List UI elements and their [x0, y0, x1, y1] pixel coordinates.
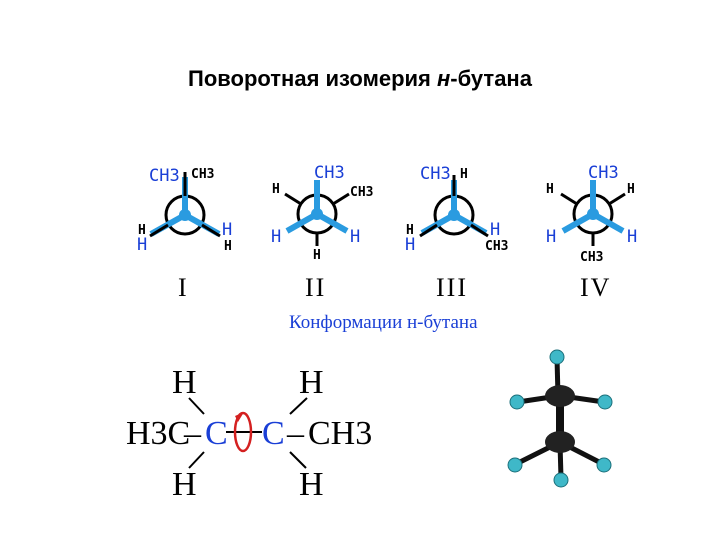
carbon-atom-ball [545, 431, 575, 453]
back-substituent: H [406, 223, 414, 238]
rotation-arrowhead-icon [235, 412, 244, 422]
back-substituent: H [224, 239, 232, 254]
front-substituent: CH3 [420, 164, 451, 184]
front-substituent: H [222, 220, 232, 240]
front-substituent: CH3 [314, 163, 345, 183]
bond-dash: – [286, 415, 305, 452]
bond [289, 397, 308, 415]
conformer-number: IV [580, 273, 611, 302]
hydrogen-atom-ball [596, 457, 612, 473]
newman-projection-2: CH3 CH3 H H H H II [271, 163, 373, 302]
newman-projection-4: CH3 H H H H CH3 IV [546, 163, 637, 302]
atom-label: H [299, 364, 324, 401]
front-substituent: H [627, 227, 637, 247]
back-bond [470, 223, 489, 238]
back-bond [608, 192, 626, 206]
hydrogen-atom-ball [509, 394, 525, 410]
atom-label: H3C [126, 415, 190, 452]
back-substituent: CH3 [485, 239, 508, 254]
back-bond [149, 223, 169, 238]
hydrogen-atom-ball [507, 457, 523, 473]
hydrogen-atom-ball [549, 349, 565, 365]
bond-dash: – [183, 415, 202, 452]
figure-caption: Конформации н-бутана [289, 312, 478, 333]
back-substituent: H [627, 182, 635, 197]
front-substituent: H [405, 235, 415, 255]
structural-formula: H H H3C – C C – CH3 H H [126, 364, 372, 503]
front-substituent: H [137, 235, 147, 255]
back-substituent: H [138, 223, 146, 238]
atom-label: H [299, 466, 324, 503]
atom-label: H [172, 466, 197, 503]
atom-label: CH3 [308, 415, 372, 452]
back-substituent: H [460, 167, 468, 182]
conformer-number: III [436, 273, 468, 302]
back-substituent: CH3 [191, 167, 214, 182]
hydrogen-atom-ball [597, 394, 613, 410]
hydrogen-atom-ball [553, 472, 569, 488]
page-title: Поворотная изомерия н-бутана [188, 66, 532, 91]
carbon-atom: C [205, 415, 228, 452]
newman-projection-1: CH3 CH3 H H H H I [137, 166, 232, 302]
bond [188, 397, 205, 415]
back-substituent: CH3 [350, 185, 373, 200]
front-substituent: H [350, 227, 360, 247]
bond [289, 451, 307, 469]
bond [188, 451, 205, 469]
front-substituent: CH3 [149, 166, 180, 186]
back-bond [332, 192, 350, 206]
front-substituent: H [490, 220, 500, 240]
front-carbon-dot [311, 208, 323, 220]
back-bond [419, 223, 438, 238]
atom-label: H [172, 364, 197, 401]
front-substituent: H [271, 227, 281, 247]
back-substituent: H [272, 182, 280, 197]
carbon-atom: C [262, 415, 285, 452]
back-bond [201, 223, 221, 238]
ball-and-stick-model [507, 349, 613, 488]
conformer-number: II [305, 273, 326, 302]
front-carbon-dot [587, 208, 599, 220]
back-bond [560, 192, 578, 206]
back-bond [284, 192, 302, 206]
front-carbon-dot [179, 209, 191, 221]
carbon-atom-ball [545, 385, 575, 407]
front-substituent: H [546, 227, 556, 247]
back-substituent: H [313, 248, 321, 263]
front-carbon-dot [448, 209, 460, 221]
conformer-number: I [178, 273, 189, 302]
back-substituent: H [546, 182, 554, 197]
front-substituent: CH3 [588, 163, 619, 183]
back-substituent: CH3 [580, 250, 603, 265]
newman-projection-3: CH3 H H H H CH3 III [405, 164, 508, 302]
